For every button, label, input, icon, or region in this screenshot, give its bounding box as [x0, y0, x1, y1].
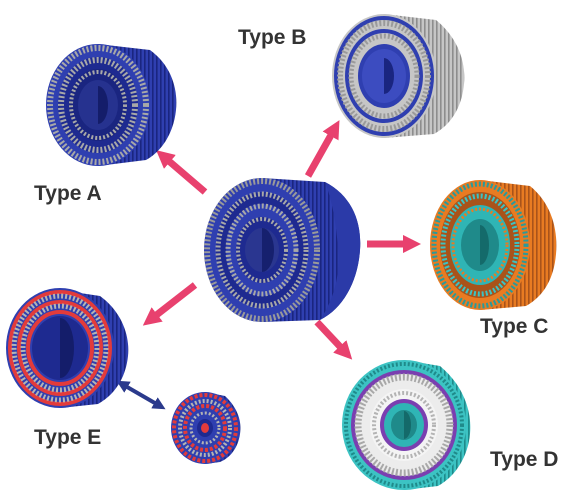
- type-b-image: [332, 14, 465, 138]
- type-a-label: Type A: [34, 182, 102, 205]
- double-arrow-type-e: [116, 380, 166, 410]
- type-a-image: [46, 44, 177, 166]
- type-d-image: [342, 360, 471, 490]
- arrow-to-type-a: [156, 150, 208, 195]
- arrow-to-type-b: [304, 120, 340, 178]
- center-assembly-image: [204, 178, 361, 322]
- type-e-small-image: [171, 392, 241, 464]
- arrow-to-type-e: [142, 282, 198, 326]
- arrow-to-type-d: [314, 319, 353, 360]
- type-b-label: Type B: [238, 26, 306, 49]
- arrows: [116, 120, 422, 410]
- type-c-label: Type C: [480, 315, 548, 338]
- type-e-label: Type E: [34, 426, 101, 449]
- type-d-label: Type D: [490, 448, 558, 471]
- type-e-large-image: [6, 288, 129, 408]
- type-c-image: [430, 180, 557, 310]
